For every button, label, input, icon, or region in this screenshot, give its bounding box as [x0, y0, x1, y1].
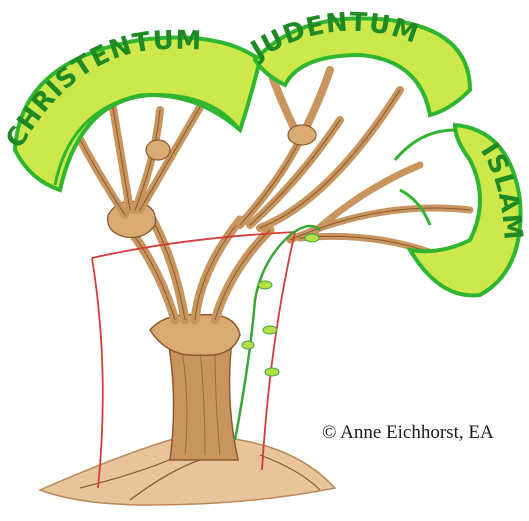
crown-left: CHRISTENTUM	[0, 25, 260, 190]
copyright-notice: © Anne Eichhorst, EA	[322, 422, 494, 444]
tree-trunk	[108, 201, 270, 460]
